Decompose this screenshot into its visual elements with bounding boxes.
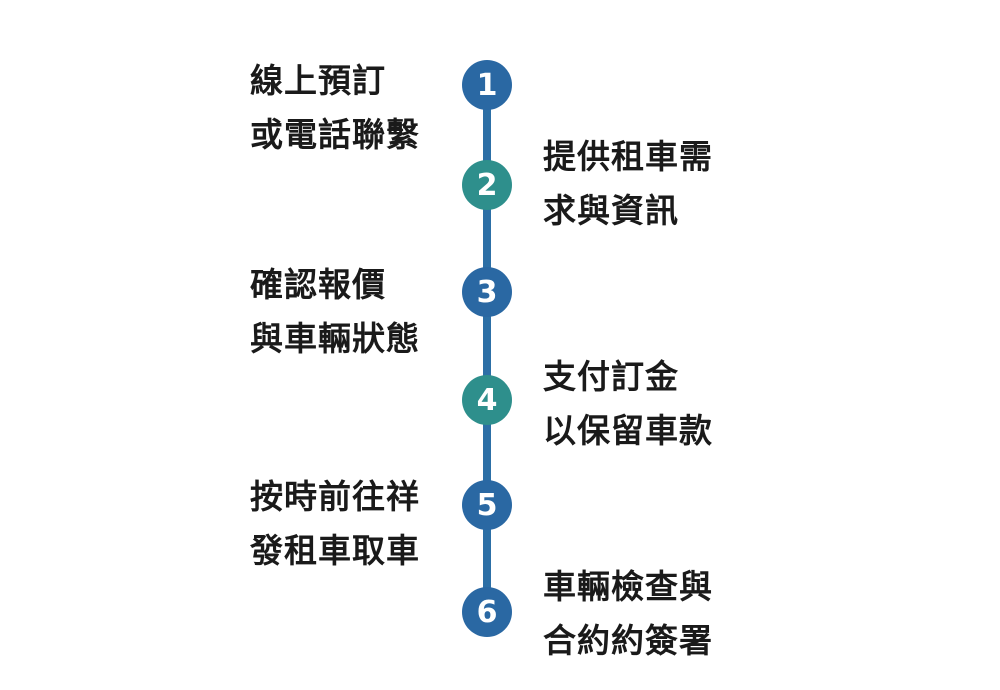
timeline-line <box>483 85 491 612</box>
step-3-label: 確認報價與車輛狀態 <box>250 258 420 366</box>
step-5-line2: 發租車取車 <box>250 531 420 570</box>
step-1-line1: 線上預訂 <box>250 61 386 100</box>
step-5-line1: 按時前往祥 <box>250 477 420 516</box>
step-6-line1: 車輛檢查與 <box>543 567 713 606</box>
step-6-label: 車輛檢查與合約約簽署 <box>543 560 713 668</box>
step-1-circle: 1 <box>462 60 512 110</box>
step-4-line1: 支付訂金 <box>543 357 679 396</box>
step-2-line2: 求與資訊 <box>543 191 679 230</box>
step-1-line2: 或電話聯繫 <box>250 115 420 154</box>
step-2-line1: 提供租車需 <box>543 137 713 176</box>
step-2-label: 提供租車需求與資訊 <box>543 130 713 238</box>
step-5-circle: 5 <box>462 480 512 530</box>
step-6-line2: 合約約簽署 <box>543 621 713 660</box>
step-4-line2: 以保留車款 <box>543 411 713 450</box>
step-4-circle: 4 <box>462 375 512 425</box>
step-3-line2: 與車輛狀態 <box>250 319 420 358</box>
step-3-line1: 確認報價 <box>250 265 386 304</box>
step-1-label: 線上預訂或電話聯繫 <box>250 54 420 162</box>
step-5-label: 按時前往祥發租車取車 <box>250 470 420 578</box>
step-6-circle: 6 <box>462 587 512 637</box>
step-4-label: 支付訂金以保留車款 <box>543 350 713 458</box>
step-3-circle: 3 <box>462 267 512 317</box>
step-2-circle: 2 <box>462 160 512 210</box>
